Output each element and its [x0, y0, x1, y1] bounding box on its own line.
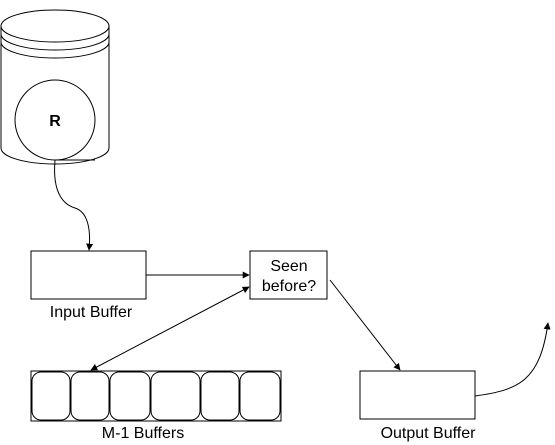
output-buffer-label: Output Buffer — [381, 425, 477, 442]
arrow-decision-to-output — [329, 279, 401, 371]
arrow-output-exit — [474, 322, 551, 397]
arrow-disk-to-input — [54, 159, 94, 251]
output-buffer-box — [359, 370, 476, 420]
m1-buffer-cell — [70, 371, 110, 421]
input-buffer-box — [30, 250, 147, 300]
m1-buffer-cell — [150, 371, 201, 421]
m1-buffer-cell — [109, 371, 151, 421]
m1-buffer-cell — [239, 371, 281, 421]
m1-buffers-label: M-1 Buffers — [102, 425, 184, 442]
decision-line-2: before? — [262, 278, 316, 295]
decision-line-1: Seen — [270, 258, 307, 275]
m1-buffer-cell — [200, 371, 240, 421]
arrow-decision-m1-bidirectional — [90, 286, 250, 371]
m1-buffer-cell — [31, 371, 71, 421]
disk-cylinder — [0, 9, 110, 165]
disk-label: R — [49, 113, 61, 130]
disk-ring-2 — [0, 41, 110, 59]
decision-box — [249, 250, 328, 300]
input-buffer-label: Input Buffer — [50, 304, 133, 321]
m1-buffers-group — [30, 370, 282, 422]
disk-top — [0, 9, 110, 43]
disk-ring-1 — [0, 33, 110, 51]
